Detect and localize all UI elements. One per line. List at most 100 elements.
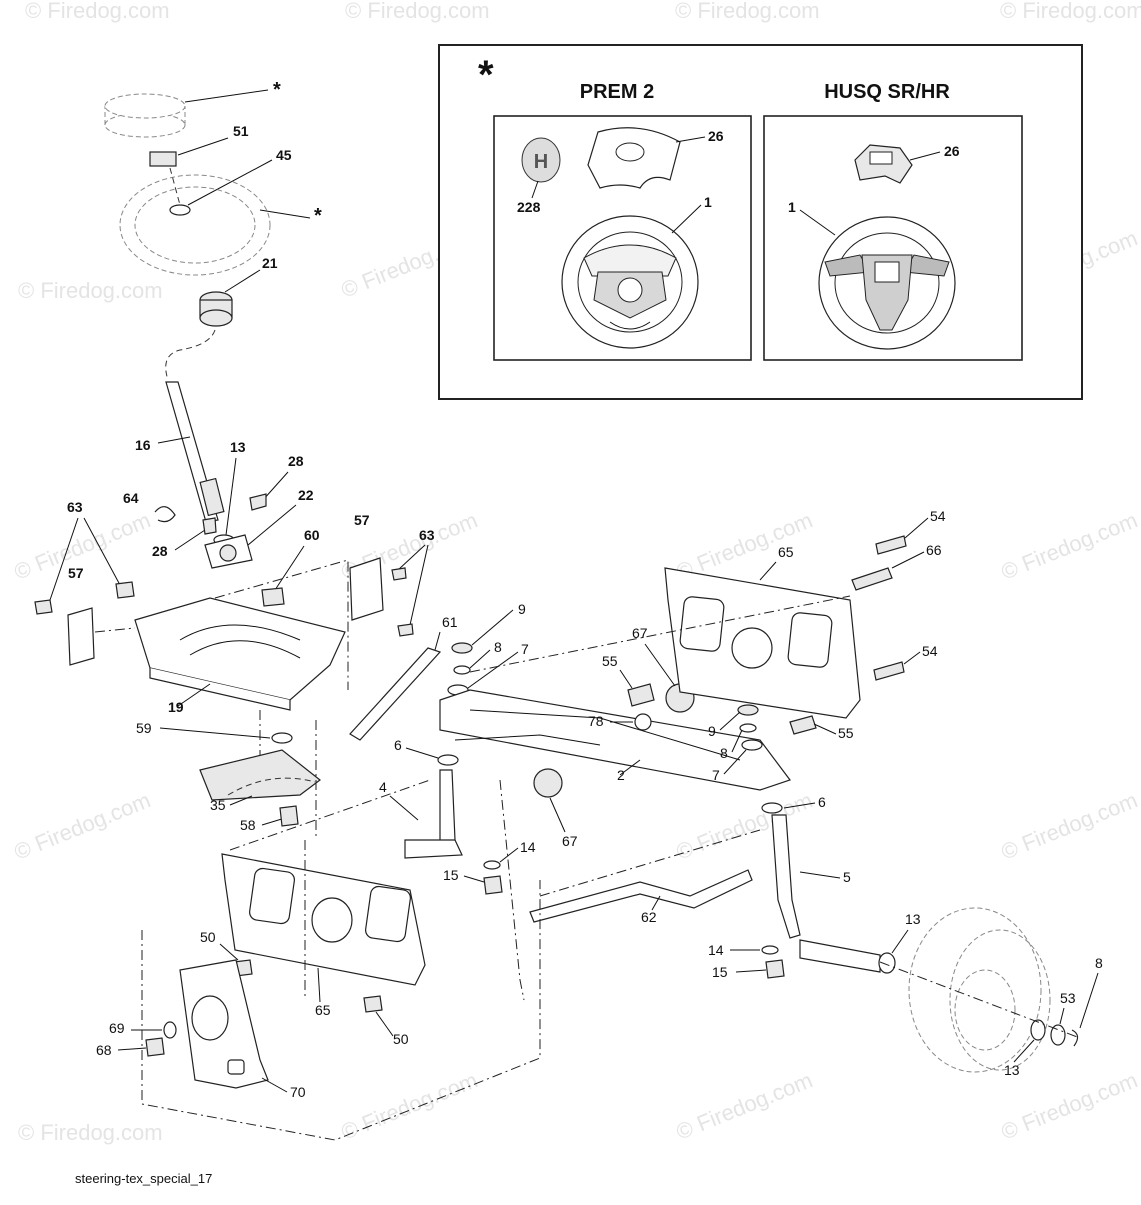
steering-wheel-options-inset: * PREM 2 HUSQ SR/HR H 26 228 1 xyxy=(438,44,1083,400)
callout-66: 66 xyxy=(926,542,942,558)
callout-1: 1 xyxy=(704,194,712,210)
bolt-28b xyxy=(202,517,217,535)
callout-69: 69 xyxy=(109,1020,125,1036)
callout-45: 45 xyxy=(276,147,292,163)
bolt-63-right-a xyxy=(391,567,407,581)
callout-9a: 9 xyxy=(518,601,526,617)
callout-26: 26 xyxy=(708,128,724,144)
steering-plate-19 xyxy=(134,597,346,701)
ring-8a xyxy=(453,665,471,675)
watermark: © Firedog.com xyxy=(345,0,490,23)
callout-64: 64 xyxy=(123,490,139,506)
watermark: © Firedog.com xyxy=(998,507,1141,584)
watermark: © Firedog.com xyxy=(673,787,816,864)
callout-28a: 28 xyxy=(288,453,304,469)
cap-9b xyxy=(737,704,759,716)
callout-13c: 13 xyxy=(1004,1062,1020,1078)
bolt-66 xyxy=(851,567,893,591)
callout-7b: 7 xyxy=(712,767,720,783)
callout-67b: 67 xyxy=(562,833,578,849)
callout-6b: 6 xyxy=(818,794,826,810)
husq-heading: HUSQ SR/HR xyxy=(824,81,950,103)
callout-21: 21 xyxy=(262,255,278,271)
callout-1-husq: 1 xyxy=(788,199,796,215)
ring-8b xyxy=(739,723,757,733)
washer-45 xyxy=(169,204,191,216)
nut-60 xyxy=(261,587,285,607)
spacer-55a xyxy=(627,683,655,707)
callout-228: 228 xyxy=(517,199,541,215)
callout-star-wheel: * xyxy=(314,205,322,227)
bracket-57-right xyxy=(349,557,384,621)
callout-16: 16 xyxy=(135,437,151,453)
callout-8c: 8 xyxy=(1095,955,1103,971)
callout-15b: 15 xyxy=(712,964,728,980)
husq-steering-wheel xyxy=(818,216,956,350)
callout-78: 78 xyxy=(588,713,604,729)
callout-5: 5 xyxy=(843,869,851,885)
watermark: © Firedog.com xyxy=(18,278,163,303)
nut-15a xyxy=(483,875,503,895)
spindle-4 xyxy=(439,769,456,846)
callout-62: 62 xyxy=(641,909,657,925)
watermark: © Firedog.com xyxy=(18,1120,163,1145)
husq-cover-26 xyxy=(854,144,913,184)
callout-53: 53 xyxy=(1060,990,1076,1006)
callout-22: 22 xyxy=(298,487,314,503)
bolt-54a xyxy=(875,535,907,555)
bushing-6a xyxy=(437,754,459,766)
callout-14a: 14 xyxy=(520,839,536,855)
callout-28b: 28 xyxy=(152,543,168,559)
front-wheel-ghost xyxy=(908,907,1051,1073)
callout-65b: 65 xyxy=(315,1002,331,1018)
clip-64 xyxy=(154,506,176,523)
callout-9b: 9 xyxy=(708,723,716,739)
spacer-55b xyxy=(789,715,817,735)
callout-2: 2 xyxy=(617,767,625,783)
watermark: © Firedog.com xyxy=(675,0,820,23)
prem-heading: PREM 2 xyxy=(580,81,654,103)
callout-68: 68 xyxy=(96,1042,112,1058)
callout-26-husq: 26 xyxy=(944,143,960,159)
washer-78 xyxy=(634,713,652,731)
callout-star-top: * xyxy=(273,79,281,101)
steering-wheel-ghost xyxy=(119,174,271,276)
sector-gear-35 xyxy=(199,749,321,801)
bolt-63-right-b xyxy=(397,623,414,637)
callout-65a: 65 xyxy=(778,544,794,560)
bushing-6b xyxy=(761,802,783,814)
axle-beam-2 xyxy=(439,689,791,791)
tie-rod-62 xyxy=(529,869,753,923)
prem-steering-wheel xyxy=(561,215,699,349)
callout-67a: 67 xyxy=(632,625,648,641)
watermark: © Firedog.com xyxy=(998,1067,1141,1144)
bolt-63-mid xyxy=(115,581,135,599)
callout-58: 58 xyxy=(240,817,256,833)
bolt-54b xyxy=(873,661,905,681)
callout-60: 60 xyxy=(304,527,320,543)
nut-51 xyxy=(149,151,177,167)
callout-63b: 63 xyxy=(419,527,435,543)
watermark: © Firedog.com xyxy=(25,0,170,23)
watermark: © Firedog.com xyxy=(11,787,154,864)
callout-8b: 8 xyxy=(720,745,728,761)
callout-35: 35 xyxy=(210,797,226,813)
washer-59 xyxy=(271,732,293,744)
callout-50b: 50 xyxy=(393,1031,409,1047)
washer-13c xyxy=(1030,1019,1046,1041)
callout-50a: 50 xyxy=(200,929,216,945)
washer-14a xyxy=(483,860,501,870)
lower-frame-assembly: 65 50 50 70 69 68 xyxy=(96,779,541,1141)
callout-15a: 15 xyxy=(443,867,459,883)
callout-55a: 55 xyxy=(602,653,618,669)
watermark: © Firedog.com xyxy=(673,1067,816,1144)
callout-63a: 63 xyxy=(67,499,83,515)
spindle-5 xyxy=(771,814,801,939)
callout-7a: 7 xyxy=(521,641,529,657)
callout-13b: 13 xyxy=(905,911,921,927)
washer-14b xyxy=(761,945,779,955)
callout-19: 19 xyxy=(168,699,184,715)
svg-text:H: H xyxy=(534,151,548,173)
nut-15b xyxy=(765,959,785,979)
